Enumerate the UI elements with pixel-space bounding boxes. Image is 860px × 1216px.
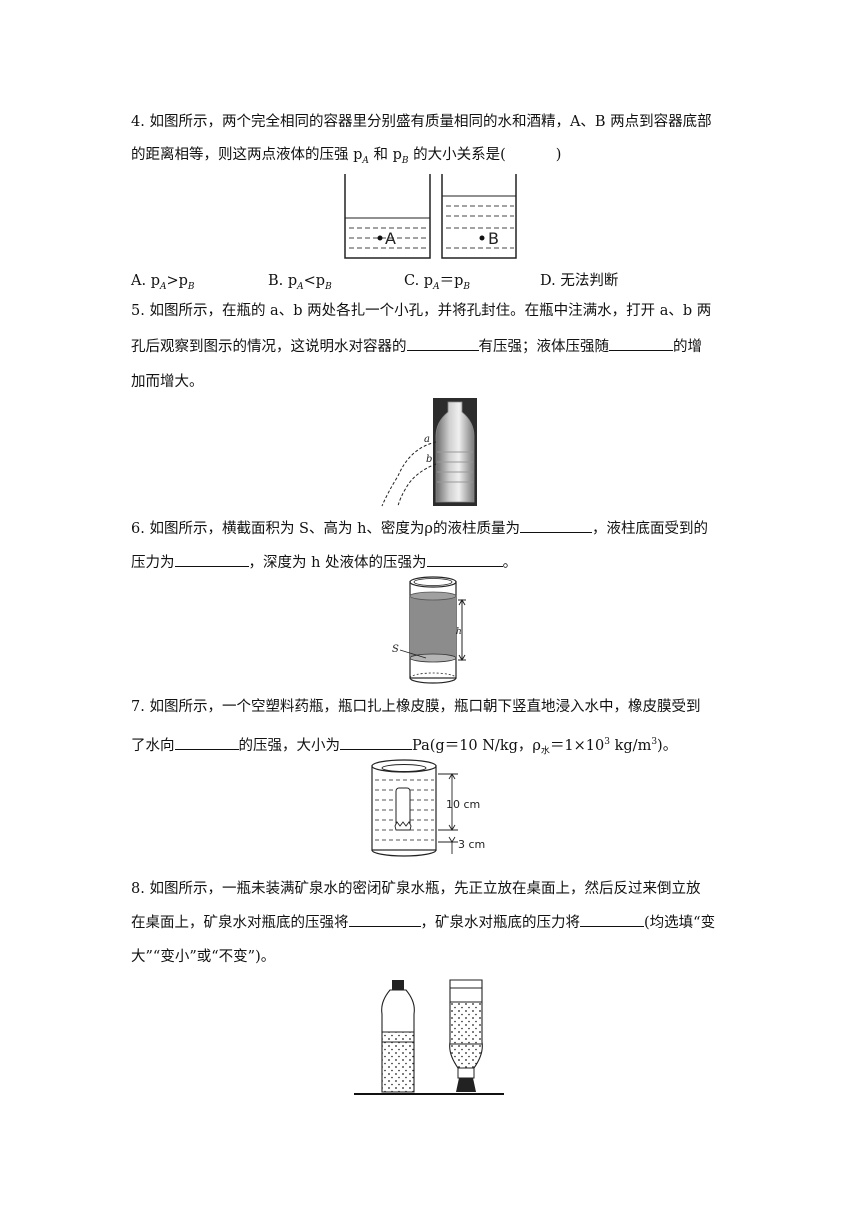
point-b-dot <box>479 235 485 241</box>
q5-blank-2[interactable] <box>609 336 673 351</box>
inverted-cap <box>456 1078 476 1092</box>
q8-line-3: 大”“变小”或“不变”)。 <box>131 946 731 968</box>
q4-text-1: 4. 如图所示，两个完全相同的容器里分别盛有质量相同的水和酒精，A、B 两点到容… <box>131 114 712 130</box>
q6-blank-3[interactable] <box>426 552 503 567</box>
q8-blank-2[interactable] <box>580 912 644 927</box>
s-label: S <box>392 644 399 655</box>
q4-text-2d: ) <box>555 147 562 163</box>
q8-line-2: 在桌面上，矿泉水对瓶底的压强将，矿泉水对瓶底的压力将(均选填“变 <box>131 912 731 934</box>
q6-line-1: 6. 如图所示，横截面积为 S、高为 h、密度为ρ的液柱质量为，液柱底面受到的 <box>131 518 731 540</box>
container-a <box>344 174 431 259</box>
q6-column-figure: h S <box>392 576 466 684</box>
h-label: h <box>456 627 462 637</box>
stream-a <box>381 441 437 507</box>
q7-blank-2[interactable] <box>340 735 412 750</box>
q4-sub-b: B <box>401 155 409 166</box>
q5-text-1: 5. 如图所示，在瓶的 a、b 两处各扎一个小孔，并将孔封住。在瓶中注满水，打开… <box>131 303 712 319</box>
q5-text-3: 加而增大。 <box>131 374 204 390</box>
point-b-label: B <box>488 229 499 248</box>
q5-blank-1[interactable] <box>406 336 479 351</box>
q6-line-2: 压力为，深度为 h 处液体的压强为。 <box>131 552 731 574</box>
q4-line-1: 4. 如图所示，两个完全相同的容器里分别盛有质量相同的水和酒精，A、B 两点到容… <box>131 111 731 133</box>
q4-option-d: D. 无法判断 <box>540 273 619 289</box>
hole-b-label: b <box>426 454 432 465</box>
q4-text-2a: 的距离相等，则这两点液体的压强 p <box>131 147 363 163</box>
q8-text-1: 8. 如图所示，一瓶未装满矿泉水的密闭矿泉水瓶，先正立放在桌面上，然后反过来倒立… <box>131 881 701 897</box>
q7-blank-1[interactable] <box>174 735 239 750</box>
q8-bottles-figure <box>354 979 504 1095</box>
q4-text-2c: 的大小关系是( <box>408 147 506 163</box>
upright-cap <box>392 980 404 990</box>
q5-line-1: 5. 如图所示，在瓶的 a、b 两处各扎一个小孔，并将孔封住。在瓶中注满水，打开… <box>131 300 731 322</box>
stream-b <box>397 463 437 507</box>
hole-a-label: a <box>424 434 430 445</box>
q5-bottle-figure: a b <box>381 398 477 507</box>
rubber-membrane <box>394 821 412 831</box>
q4-line-2: 的距离相等，则这两点液体的压强 pA 和 pB 的大小关系是() <box>131 144 731 172</box>
q4-option-b: B. pA<pB <box>268 273 332 292</box>
q8-text-3: 大”“变小”或“不变”)。 <box>131 949 276 965</box>
q8-blank-1[interactable] <box>348 912 421 927</box>
q6-blank-1[interactable] <box>519 518 592 533</box>
q4-sub-a: A <box>362 155 369 166</box>
vial <box>395 787 411 827</box>
inverted-water <box>449 1002 483 1068</box>
q7-text-1: 7. 如图所示，一个空塑料药瓶，瓶口扎上橡皮膜，瓶口朝下竖直地浸入水中，橡皮膜受… <box>131 699 701 715</box>
q7-vial-figure: 10 cm 3 cm <box>371 759 485 857</box>
q7-line-1: 7. 如图所示，一个空塑料药瓶，瓶口扎上橡皮膜，瓶口朝下竖直地浸入水中，橡皮膜受… <box>131 696 731 718</box>
label-10cm: 10 cm <box>446 798 480 811</box>
label-3cm: 3 cm <box>458 838 485 851</box>
q5-line-2: 孔后观察到图示的情况，这说明水对容器的有压强；液体压强随的增 <box>131 336 731 358</box>
point-a-label: A <box>385 229 396 248</box>
point-a-dot <box>377 235 383 241</box>
q4-text-2b: 和 p <box>368 147 402 163</box>
q6-blank-2[interactable] <box>174 552 249 567</box>
upright-water <box>382 1032 414 1092</box>
q5-line-3: 加而增大。 <box>131 371 731 393</box>
q4-option-a: A. pA>pB <box>131 273 195 292</box>
container-b <box>441 174 517 259</box>
q4-option-c: C. pA＝pB <box>404 273 470 292</box>
q8-line-1: 8. 如图所示，一瓶未装满矿泉水的密闭矿泉水瓶，先正立放在桌面上，然后反过来倒立… <box>131 878 731 900</box>
q4-containers-figure: A B <box>344 174 517 259</box>
liquid-column <box>410 596 456 658</box>
